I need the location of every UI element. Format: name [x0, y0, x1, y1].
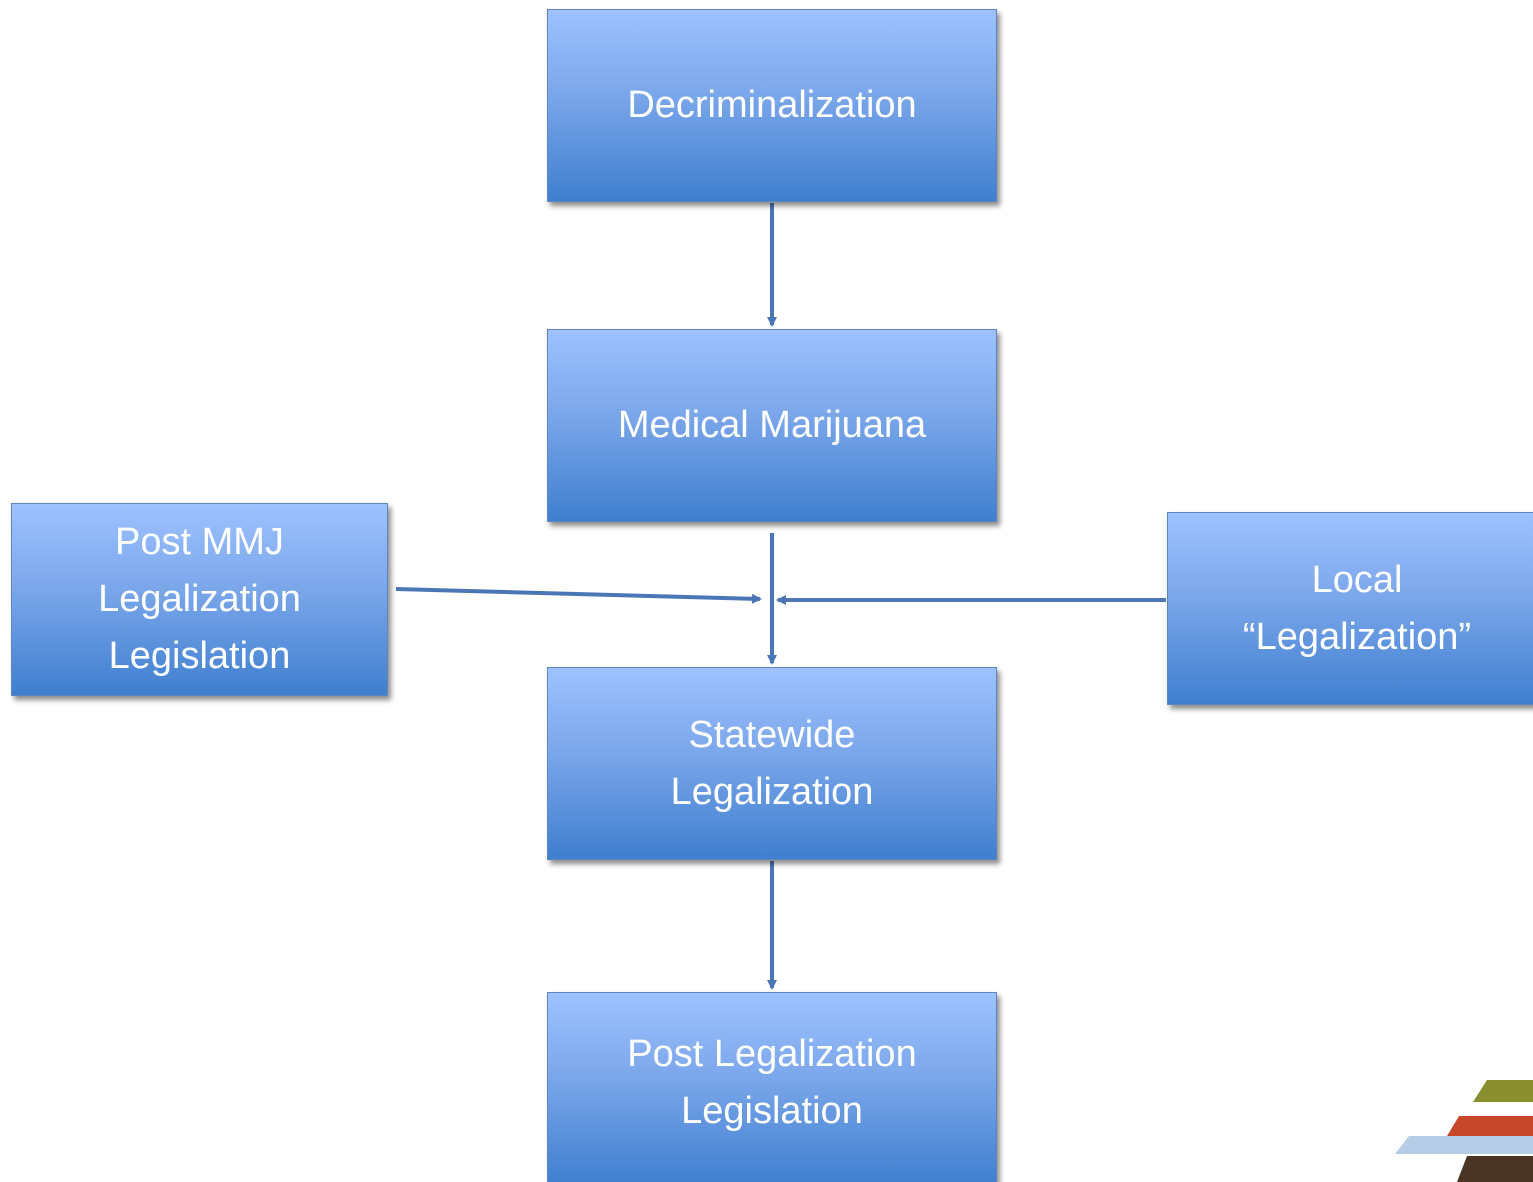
post-mmj-label: Post MMJ Legalization Legislation	[98, 521, 301, 677]
arrow-postmmj-to-junction	[395, 587, 762, 604]
local-legalization-box: Local “Legalization”	[1167, 512, 1533, 705]
medical-marijuana-label: Medical Marijuana	[617, 404, 927, 446]
decriminalization-label: Decriminalization	[627, 84, 917, 126]
decriminalization-box: Decriminalization	[547, 9, 997, 202]
statewide-legalization-label: Statewide Legalization	[670, 713, 874, 813]
post-legalization-box: Post Legalization Legislation	[547, 992, 997, 1182]
medical-marijuana-box: Medical Marijuana	[547, 329, 997, 522]
post-legalization-label: Post Legalization Legislation	[627, 1032, 917, 1132]
local-legalization-label: Local “Legalization”	[1242, 558, 1472, 658]
stripes-logo-icon	[1395, 1080, 1533, 1182]
post-mmj-box: Post MMJ Legalization Legislation	[11, 503, 388, 696]
statewide-legalization-box: Statewide Legalization	[547, 667, 997, 860]
